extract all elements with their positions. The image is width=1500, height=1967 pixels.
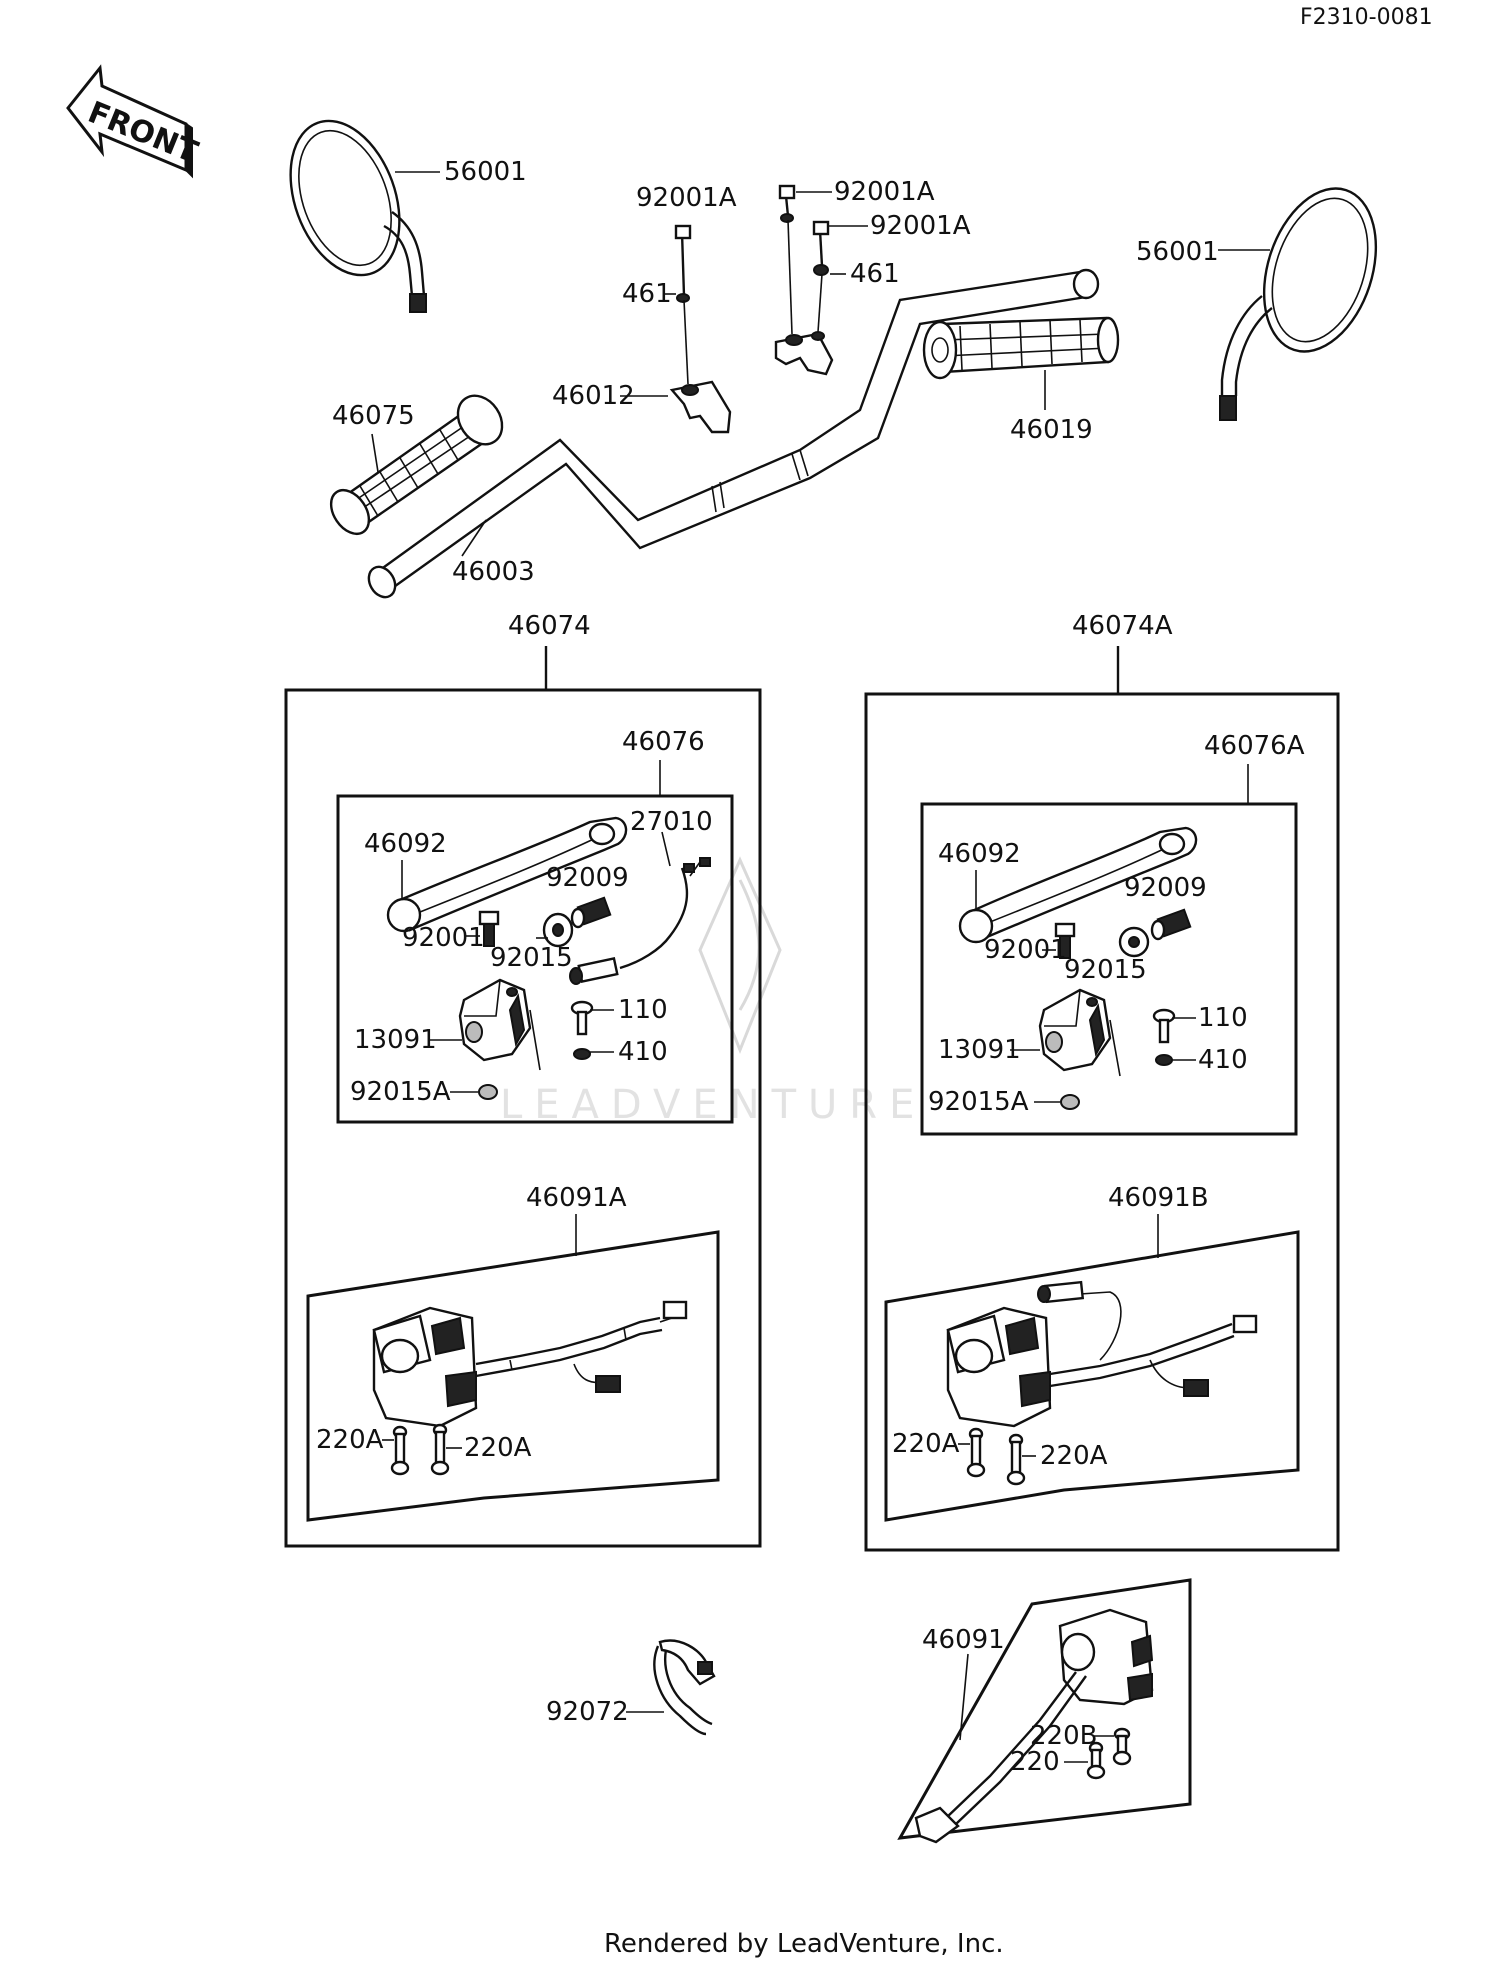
label-220A-a: 220A <box>316 1425 384 1455</box>
mirror-right <box>1219 187 1378 421</box>
screw-92009-right <box>1150 908 1192 941</box>
switch-housing-46091A <box>372 1300 688 1428</box>
holder-upper-right <box>774 184 834 376</box>
label-92001-b: 92001 <box>984 935 1067 965</box>
label-46012: 46012 <box>552 381 635 411</box>
label-46075: 46075 <box>332 401 415 431</box>
screw-220B <box>1112 1727 1132 1766</box>
lever-46092-left <box>386 816 628 933</box>
handlebar-46003 <box>367 268 1100 599</box>
label-46076A: 46076A <box>1204 731 1305 761</box>
switch-27010 <box>569 857 711 985</box>
assembly-box-46074 <box>284 688 762 1548</box>
label-92015-b: 92015 <box>1064 955 1147 985</box>
label-92001A-b: 92001A <box>834 177 935 207</box>
diagram-code: F2310-0081 <box>1300 5 1433 30</box>
label-410-b: 410 <box>1198 1045 1248 1075</box>
label-56001-right: 56001 <box>1136 237 1219 267</box>
subassembly-box-46076A <box>920 802 1298 1136</box>
footer-credit: Rendered by LeadVenture, Inc. <box>604 1929 1004 1959</box>
screw-220A-left-2 <box>430 1423 450 1476</box>
front-arrow-icon: FRONT <box>66 64 203 179</box>
switch-housing-46091 <box>914 1608 1154 1844</box>
bolt-92001-left <box>478 910 500 947</box>
label-56001-left: 56001 <box>444 157 527 187</box>
label-92015A-a: 92015A <box>350 1077 451 1107</box>
watermark-text: LEADVENTURE <box>500 1082 926 1128</box>
label-92009-a: 92009 <box>546 863 629 893</box>
bolt-92001-right <box>1054 922 1076 959</box>
label-13091-b: 13091 <box>938 1035 1021 1065</box>
bracket-13091-right <box>1038 988 1112 1072</box>
label-92009-b: 92009 <box>1124 873 1207 903</box>
label-461-b: 461 <box>850 259 900 289</box>
label-220A-b: 220A <box>464 1433 532 1463</box>
nut-92015A-right <box>1060 1094 1080 1110</box>
washer-92015-right <box>1118 926 1150 958</box>
label-220A-c: 220A <box>892 1429 960 1459</box>
subassembly-box-46091A <box>306 1230 720 1522</box>
label-410-a: 410 <box>618 1037 668 1067</box>
label-92015A-b: 92015A <box>928 1087 1029 1117</box>
screw-110-right <box>1109 1008 1176 1077</box>
label-110-a: 110 <box>618 995 668 1025</box>
label-92001A-c: 92001A <box>870 211 971 241</box>
nut-92015A-left <box>478 1084 498 1100</box>
grip-right-46019 <box>922 316 1120 380</box>
label-92001A-a: 92001A <box>636 183 737 213</box>
label-46076: 46076 <box>622 727 705 757</box>
label-110-b: 110 <box>1198 1003 1248 1033</box>
label-46092-b: 46092 <box>938 839 1021 869</box>
screw-110-left <box>529 1000 594 1071</box>
screw-220A-right-1 <box>966 1427 986 1478</box>
subassembly-box-46091B <box>884 1230 1300 1522</box>
label-46003: 46003 <box>452 557 535 587</box>
label-46091A: 46091A <box>526 1183 627 1213</box>
label-461-a: 461 <box>622 279 672 309</box>
subassembly-box-46076 <box>336 794 734 1124</box>
label-46019: 46019 <box>1010 415 1093 445</box>
screw-220A-right-2 <box>1006 1433 1026 1486</box>
label-92072: 92072 <box>546 1697 629 1727</box>
label-92001-a: 92001 <box>402 923 485 953</box>
label-92015-a: 92015 <box>490 943 573 973</box>
screw-92009-left <box>570 896 612 929</box>
screw-220 <box>1086 1741 1106 1780</box>
screw-220A-left-1 <box>390 1425 410 1476</box>
label-220B: 220B <box>1030 1721 1097 1751</box>
holder-46012 <box>669 224 732 434</box>
switch-housing-46091B <box>946 1280 1258 1428</box>
washer-92015-left <box>542 912 574 948</box>
label-46074A: 46074A <box>1072 611 1173 641</box>
label-46091: 46091 <box>922 1625 1005 1655</box>
label-46092-a: 46092 <box>364 829 447 859</box>
bracket-13091-left <box>458 978 532 1062</box>
label-220A-d: 220A <box>1040 1441 1108 1471</box>
label-46074: 46074 <box>508 611 591 641</box>
assembly-box-46074A <box>864 692 1340 1552</box>
label-220: 220 <box>1010 1747 1060 1777</box>
label-27010: 27010 <box>630 807 713 837</box>
label-46091B: 46091B <box>1108 1183 1209 1213</box>
subassembly-box-46091 <box>897 1578 1192 1840</box>
mirror-left <box>289 119 427 313</box>
watermark: LEADVENTURE <box>500 856 926 1128</box>
grip-left-46075 <box>329 394 504 536</box>
label-13091-a: 13091 <box>354 1025 437 1055</box>
clamp-92072 <box>653 1639 716 1736</box>
